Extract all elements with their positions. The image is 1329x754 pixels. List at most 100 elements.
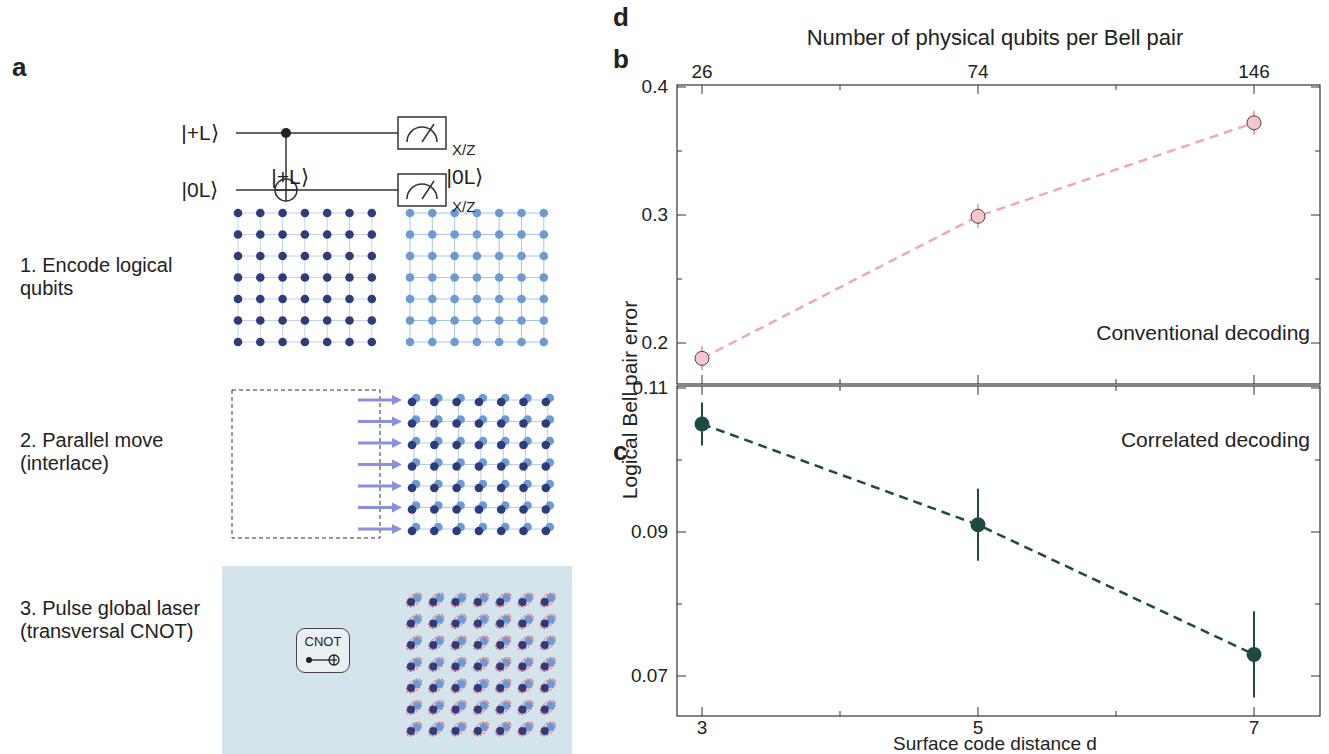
qubit-dot (368, 273, 377, 282)
qubit-dot (345, 273, 354, 282)
qubit-dot (429, 663, 437, 671)
qubit-dot (408, 419, 417, 428)
qubit-dot (475, 441, 484, 450)
qubit-dot (407, 663, 415, 671)
stroke (677, 87, 686, 88)
qubit-dot (450, 252, 459, 261)
stroke (840, 379, 841, 384)
stroke (1254, 375, 1255, 384)
qubit-dot (496, 727, 504, 735)
qubit-dot (450, 295, 459, 304)
qubit-dot (407, 620, 415, 628)
qubit-dot (540, 273, 549, 282)
stroke (358, 420, 394, 423)
qubit-dot (452, 663, 460, 671)
qubit-dot (519, 684, 527, 692)
qubit-dot (475, 505, 484, 514)
label: 26 (691, 61, 712, 83)
gate-ellipse (515, 655, 535, 674)
data-point (695, 351, 709, 365)
qubit-dot (234, 252, 243, 261)
stroke (677, 532, 686, 533)
gate-ellipse (426, 719, 446, 738)
qubit-dot (368, 338, 377, 347)
stroke (1311, 87, 1320, 88)
label: 0.4 (642, 76, 668, 98)
qubit-dot (430, 484, 439, 493)
label: 74 (967, 61, 988, 83)
qubit-dot (497, 419, 506, 428)
stroke (309, 659, 337, 660)
stroke (702, 707, 703, 716)
qubit-dot (450, 230, 459, 239)
qubit-dot (475, 419, 484, 428)
qubit-dot (540, 316, 549, 325)
qubit-dot (497, 462, 506, 471)
qubit-dot (301, 230, 310, 239)
qubit-dot (542, 527, 551, 536)
stroke (329, 655, 339, 665)
qubit-dot (256, 316, 265, 325)
gate-ellipse (426, 612, 446, 631)
stroke (1254, 707, 1255, 716)
qubit-dot (407, 706, 415, 714)
gate-ellipse (448, 698, 468, 717)
label: Number of physical qubits per Bell pair (807, 25, 1184, 50)
stroke (677, 279, 682, 280)
qubit-dot (474, 684, 482, 692)
qubit-dot (519, 727, 527, 735)
panel-letter: d (613, 3, 629, 33)
stroke (358, 399, 394, 402)
stroke (677, 215, 686, 216)
qubit-dot (542, 505, 551, 514)
stroke (358, 528, 394, 531)
qubit-dot (345, 316, 354, 325)
qubit-dot (406, 252, 415, 261)
qubit-dot (428, 230, 437, 239)
qubit-dot (495, 338, 504, 347)
qubit-dot (497, 441, 506, 450)
qubit-dot (345, 252, 354, 261)
stroke (1311, 676, 1320, 677)
qubit-dot (278, 273, 287, 282)
qubit-dot (345, 338, 354, 347)
label: X/Z (452, 141, 475, 158)
qubit-dot (519, 706, 527, 714)
qubit-dot (450, 338, 459, 347)
qubit-dot (407, 641, 415, 649)
qubit-dot (450, 316, 459, 325)
qubit-dot (452, 598, 460, 606)
qubit-dot (473, 295, 482, 304)
qubit-dot (406, 273, 415, 282)
label: 3 (697, 717, 708, 739)
qubit-dot (452, 419, 461, 428)
qubit-dot (496, 663, 504, 671)
qubit-dot (475, 484, 484, 493)
label: 7 (1249, 717, 1260, 739)
qubit-dot (408, 527, 417, 536)
qubit-dot (406, 230, 415, 239)
qubit-dot (256, 338, 265, 347)
gate-ellipse (404, 676, 424, 695)
qubit-dot (428, 316, 437, 325)
qubit-dot (517, 338, 526, 347)
dashed-box (232, 390, 380, 538)
gate-ellipse (515, 633, 535, 652)
qubit-dot (474, 727, 482, 735)
gate-ellipse (471, 590, 491, 609)
qubit-dot (406, 295, 415, 304)
plot-frame (677, 85, 1320, 384)
gate-ellipse (471, 698, 491, 717)
qubit-dot (301, 209, 310, 218)
qubit-dot (430, 527, 439, 536)
label: Logical Bell pair error (618, 301, 642, 499)
qubit-dot (278, 252, 287, 261)
stroke (1315, 460, 1320, 461)
stroke (1116, 85, 1117, 90)
qubit-dot (345, 295, 354, 304)
qubit-dot (408, 398, 417, 407)
panel-letter: a (12, 53, 26, 83)
qubit-dot (519, 505, 528, 514)
gate-ellipse (404, 590, 424, 609)
